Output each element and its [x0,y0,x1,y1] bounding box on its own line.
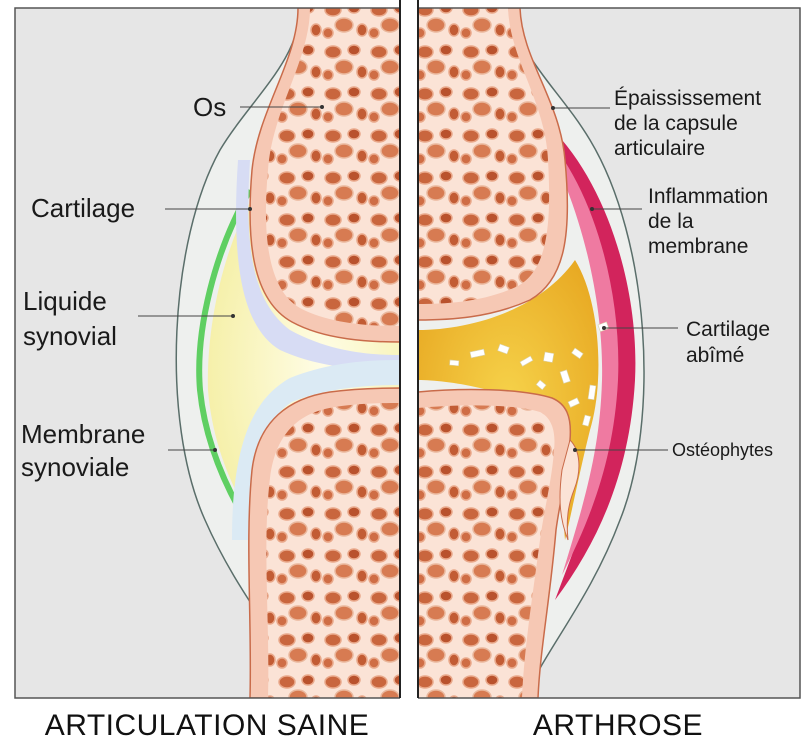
cartilage-fragments [449,321,610,427]
svg-text:Inflammation: Inflammation [648,185,768,208]
svg-text:de la capsule: de la capsule [614,112,738,135]
lower-cartilage [232,360,400,540]
svg-text:abîmé: abîmé [686,344,744,367]
label-epaississement: Épaississement de la capsule articulaire [551,87,761,160]
svg-text:de la: de la [648,210,694,233]
damaged-cartilage-region [418,260,599,540]
svg-text:Épaississement: Épaississement [614,87,761,110]
svg-text:Os: Os [193,92,226,122]
svg-text:synoviale: synoviale [21,452,129,482]
svg-text:Cartilage: Cartilage [31,193,135,223]
label-cartilage: Cartilage [31,193,252,223]
svg-text:Cartilage: Cartilage [686,318,770,341]
label-membrane-synoviale: Membrane synoviale [21,419,217,482]
arthritic-joint [418,8,645,698]
label-cartilage-abime: Cartilage abîmé [602,318,770,367]
caption-arthrose: ARTHROSE [533,709,703,742]
central-divider [400,0,418,700]
svg-text:Membrane: Membrane [21,419,145,449]
label-inflammation: Inflammation de la membrane [590,185,768,258]
svg-text:synovial: synovial [23,321,117,351]
label-osteophytes: Ostéophytes [573,440,773,460]
svg-text:membrane: membrane [648,235,748,258]
svg-text:Liquide: Liquide [23,286,107,316]
svg-text:Ostéophytes: Ostéophytes [672,440,773,460]
label-os: Os [193,92,324,122]
inflamed-membrane [530,110,636,600]
svg-text:articulaire: articulaire [614,137,705,160]
healthy-joint [175,8,400,698]
synovial-membrane [196,188,261,542]
label-liquide-synovial: Liquide synovial [23,286,235,351]
caption-healthy: ARTICULATION SAINE [45,709,370,742]
osteophyte [559,439,580,541]
